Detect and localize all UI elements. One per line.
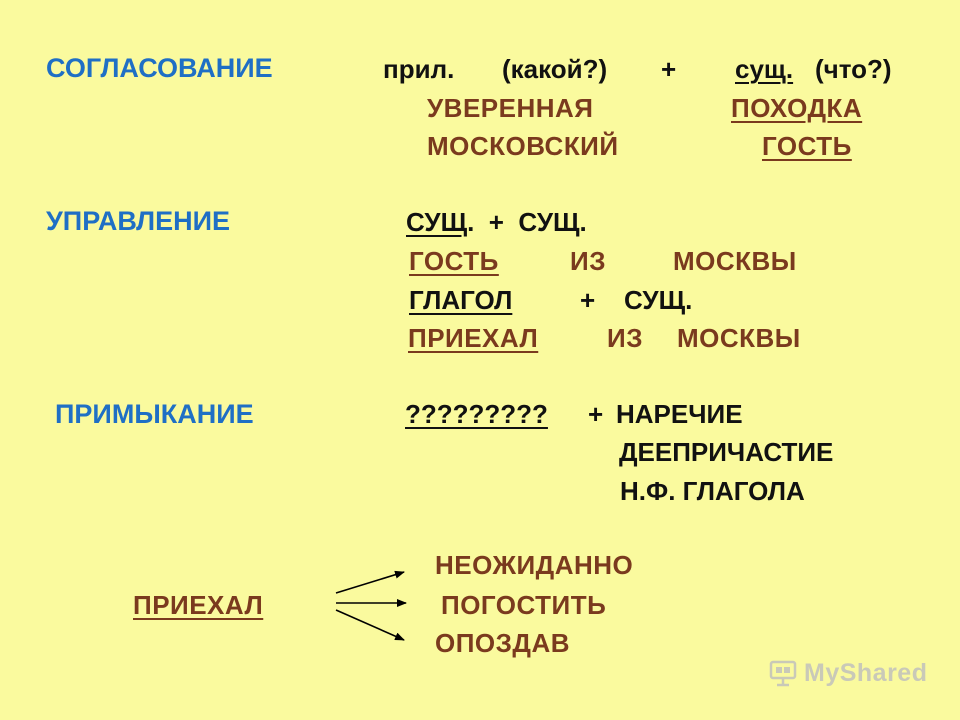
agreement-noun-question: (что?) bbox=[815, 54, 892, 84]
government-example1-prep: ИЗ bbox=[570, 246, 606, 276]
adjoining-head-placeholder: ????????? bbox=[405, 399, 548, 429]
government-example2-prep: ИЗ bbox=[607, 323, 643, 353]
example-dependent-3: ОПОЗДАВ bbox=[435, 628, 570, 658]
example-dependent-2: ПОГОСТИТЬ bbox=[441, 590, 607, 620]
agreement-adj-label: прил. bbox=[383, 54, 455, 84]
government-example1-head: ГОСТЬ bbox=[409, 246, 499, 276]
government-pattern1-rest: . + СУЩ. bbox=[467, 207, 587, 237]
government-term: УПРАВЛЕНИЕ bbox=[46, 206, 231, 236]
adjoining-dependent-participle: ДЕЕПРИЧАСТИЕ bbox=[619, 437, 834, 467]
presentation-board-icon bbox=[769, 660, 797, 687]
adjoining-dependent-infinitive: Н.Ф. ГЛАГОЛА bbox=[620, 476, 805, 506]
government-pattern1-head: СУЩ bbox=[406, 207, 468, 237]
arrow-to-dependent-3 bbox=[335, 609, 405, 641]
agreement-term: СОГЛАСОВАНИЕ bbox=[46, 53, 273, 83]
agreement-example2-adj: МОСКОВСКИЙ bbox=[427, 131, 619, 161]
example-dependent-1: НЕОЖИДАННО bbox=[435, 550, 634, 580]
adjoining-plus: + bbox=[588, 399, 604, 429]
government-example2-head: ПРИЕХАЛ bbox=[408, 323, 539, 353]
government-example2-noun: МОСКВЫ bbox=[677, 323, 801, 353]
watermark: MyShared bbox=[768, 656, 927, 690]
government-pattern2-noun: СУЩ. bbox=[624, 285, 693, 315]
adjoining-term: ПРИМЫКАНИЕ bbox=[55, 399, 254, 429]
government-pattern2-plus: + bbox=[580, 285, 596, 315]
arrow-to-dependent-1 bbox=[335, 570, 405, 594]
agreement-plus: + bbox=[661, 54, 677, 84]
agreement-adj-question: (какой?) bbox=[502, 54, 608, 84]
adjoining-dependent-adverb: НАРЕЧИЕ bbox=[616, 399, 743, 429]
agreement-noun-label: сущ. bbox=[735, 54, 794, 84]
agreement-example1-adj: УВЕРЕННАЯ bbox=[427, 93, 594, 123]
watermark-text: MyShared bbox=[804, 658, 928, 687]
agreement-example1-noun: ПОХОДКА bbox=[731, 93, 863, 123]
government-example1-noun: МОСКВЫ bbox=[673, 246, 797, 276]
agreement-example2-noun: ГОСТЬ bbox=[762, 131, 852, 161]
government-pattern1: СУЩ. + СУЩ. bbox=[406, 209, 587, 235]
example-head: ПРИЕХАЛ bbox=[133, 590, 264, 620]
government-pattern2-head: ГЛАГОЛ bbox=[409, 285, 513, 315]
